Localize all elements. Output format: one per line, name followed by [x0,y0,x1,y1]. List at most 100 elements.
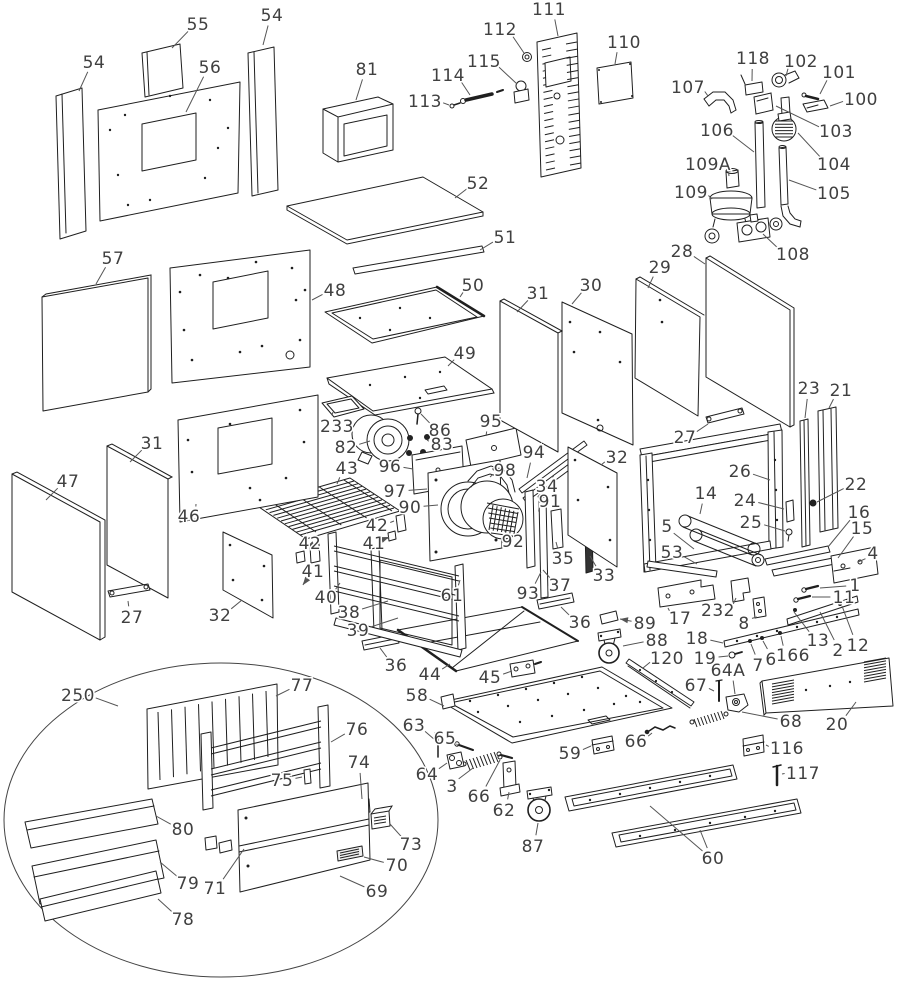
panel-29-rivets [658,298,664,324]
bracket-89 [599,610,619,625]
bar-79-edge [33,850,160,878]
part-number-text: 44 [419,665,442,685]
elbow-107-cap2 [730,109,737,114]
part-number-text: 8 [738,614,749,634]
part-label-41: 41 [300,561,325,586]
part-number-text: 74 [348,753,371,773]
part-number-text: 107 [671,78,705,98]
channel-60a-inner [571,768,733,807]
leader-line [230,599,243,610]
part-label-1: 1 [819,575,862,598]
part-label-83: 83 [426,434,454,457]
part-number-text: 54 [261,6,284,26]
part-number-text: 32 [209,606,232,626]
pin-75 [303,768,312,785]
rail-120-flange [627,665,691,709]
leader-arrowhead [620,617,629,624]
part-label-31: 31 [129,433,164,463]
tube-14-bend1 [678,514,692,528]
part-label-101: 101 [819,62,857,95]
part-label-76: 76 [330,719,369,743]
panel-30-hole [596,424,604,432]
panel-48-window [212,270,269,330]
panel-54-left-edge [61,93,67,234]
part-number-text: 15 [851,519,874,539]
post-61 [454,563,467,651]
leader-line [171,31,189,49]
part-label-40: 40 [313,582,341,610]
leader-arrowhead [380,537,389,543]
part-number-text: 18 [686,629,709,649]
part-number-text: 29 [649,258,672,278]
channel-21-edge2 [830,408,834,530]
part-label-70: 70 [363,855,409,878]
pump-109-base [711,207,751,221]
leader-line [502,670,513,675]
part-number-text: 34 [536,477,559,497]
leader-line [642,661,651,669]
part-number-text: 47 [57,472,80,492]
part-label-92: 92 [500,529,525,554]
scroll-98-outer [467,465,516,493]
pin-117-head [772,764,782,768]
part-label-66: 66 [623,731,653,754]
leader-line [764,524,786,532]
part-number-text: 56 [199,58,222,78]
clip-59-hole2 [606,745,610,749]
hinge-45-hole2 [525,663,531,669]
part-label-110: 110 [606,32,642,65]
elbow-102-inner [775,76,783,84]
sheet-44-edge2 [521,606,579,642]
part-number-text: 64A [711,661,746,681]
leader-line [551,475,554,478]
part-label-60: 60 [649,805,725,871]
leader-line [370,617,399,628]
part-label-42: 42 [297,533,322,556]
part-number-text: 5 [661,517,672,537]
part-label-30: 30 [571,275,603,305]
part-number-text: 22 [845,475,868,495]
part-number-text: 80 [172,820,195,840]
part-label-38: 38 [336,600,389,625]
door-69-crease2 [238,824,370,853]
frame-40-rails2 [333,550,460,622]
part-label-14: 14 [693,483,718,515]
caster-87-plate [526,786,553,800]
louver-panel-20-holes [804,680,852,692]
part-label-46: 46 [176,503,201,529]
part-number-text: 27 [121,608,144,628]
bolt-66-left-head [496,751,502,757]
elbow-102-arm [784,70,800,84]
part-number-text: 103 [819,122,853,142]
leader-line [537,496,544,499]
part-label-95: 95 [478,411,503,437]
part-label-59: 59 [557,743,592,766]
leader-line [127,600,130,607]
leader-line [571,292,582,305]
part-number-text: 17 [669,609,692,629]
plate-17 [657,579,716,608]
sheet-49-slot [424,385,448,395]
screw-114-tip [496,89,504,93]
leader-line [667,607,670,612]
leader-line [741,711,778,720]
part-number-text: 65 [434,729,457,749]
leader-line [828,398,834,409]
bracket-64 [446,751,465,770]
part-label-93: 93 [515,571,542,606]
clip-41-right [387,530,397,542]
panel-48-rivets [178,260,307,362]
leader-line [129,449,143,463]
part-label-75: 75 [269,770,303,793]
leader-line [420,413,430,424]
strip-27-left-hole1 [109,590,115,596]
leader-line [355,79,363,101]
panel-54-left [55,87,87,240]
leader-line [684,556,698,565]
part-number-text: 41 [363,534,386,554]
rail-18 [723,608,860,648]
part-number-text: 114 [431,66,465,86]
part-label-15: 15 [837,518,874,559]
screw-25-shaft [787,534,790,542]
screw-114 [464,92,494,102]
